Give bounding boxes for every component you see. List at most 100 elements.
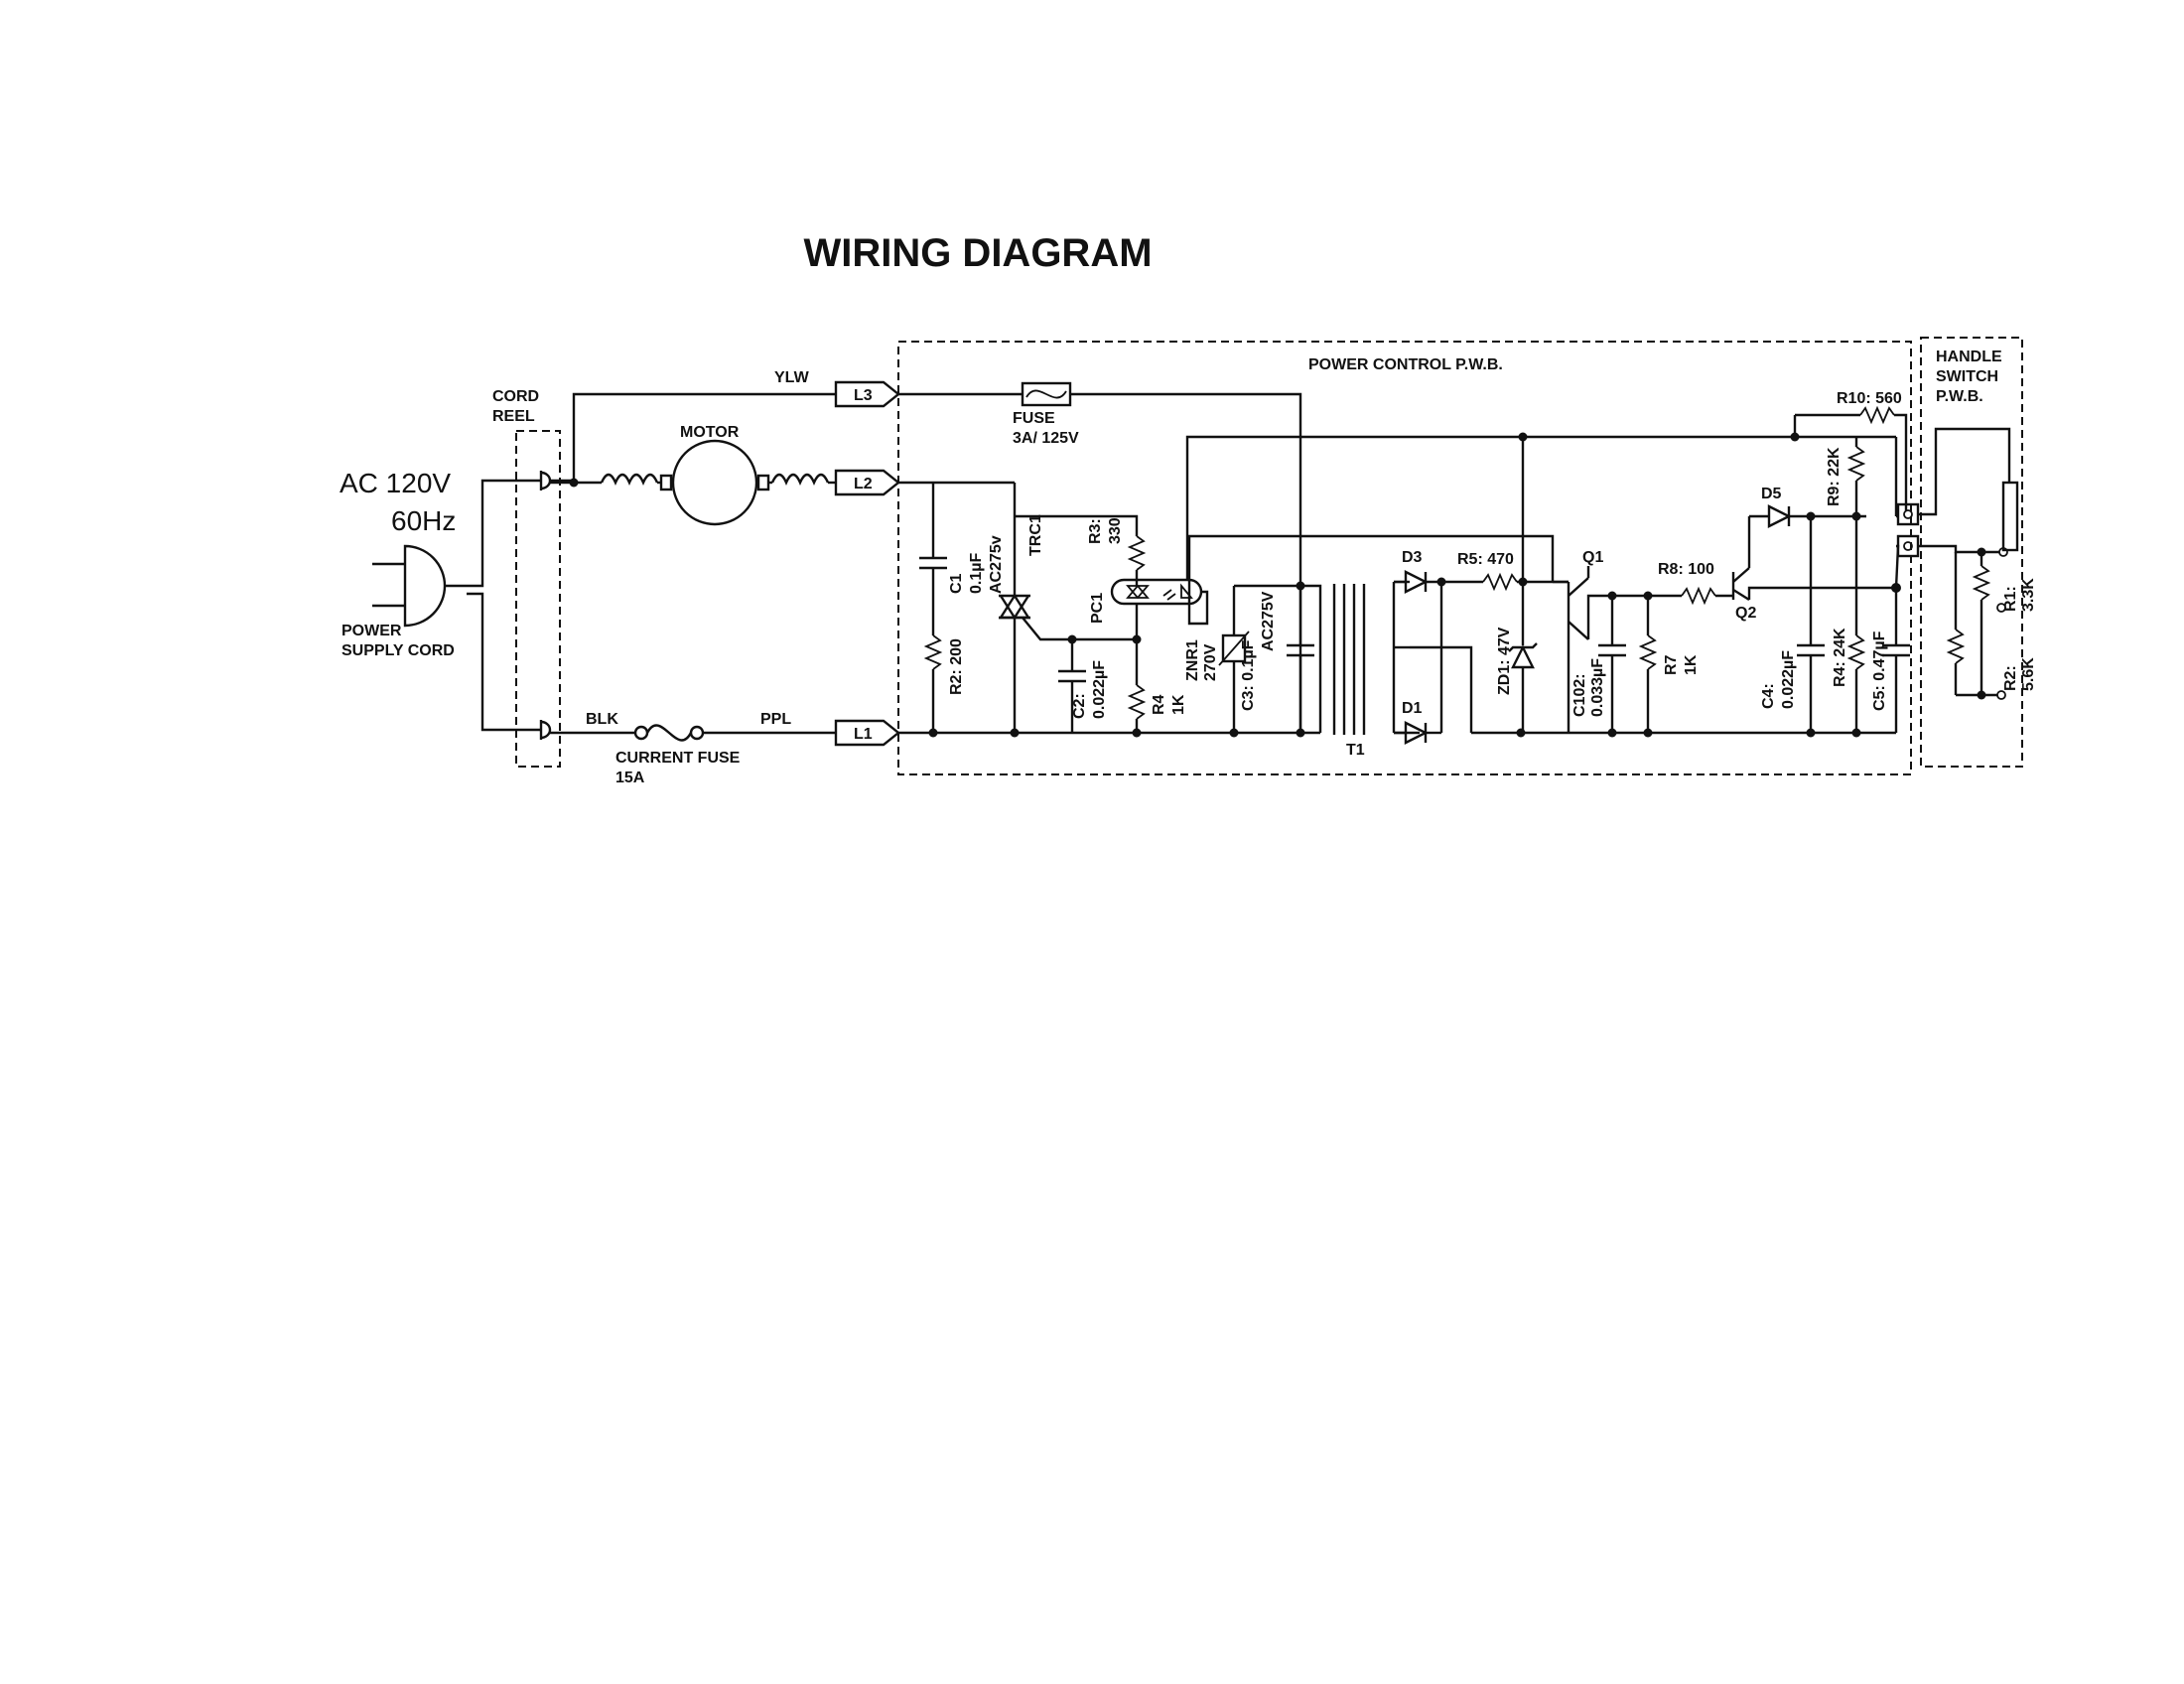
varistor-znr1 bbox=[1218, 584, 1300, 733]
r2-handle-value: 5.6K bbox=[2020, 657, 2037, 691]
board-fuse-rating: 3A/ 125V bbox=[1013, 430, 1079, 447]
transformer-t1 bbox=[1300, 580, 1473, 735]
diode-d1 bbox=[1394, 721, 1441, 745]
r4-24k-label: R4: 24K bbox=[1832, 628, 1848, 687]
handle-switch-board bbox=[1920, 337, 2023, 768]
c4-label: C4: bbox=[1760, 683, 1777, 709]
resistor-r8 bbox=[1648, 586, 1733, 606]
resistor-r3 bbox=[1127, 535, 1147, 586]
optocoupler-pc1 bbox=[1110, 578, 1203, 639]
r1-handle-value: 3.3K bbox=[2020, 578, 2037, 612]
diode-d3 bbox=[1394, 570, 1483, 594]
r2-handle-label: R2: bbox=[2002, 665, 2019, 691]
c1-label: C1 bbox=[948, 573, 965, 594]
resistor-r4 bbox=[1127, 639, 1147, 733]
ac-frequency-label: 60Hz bbox=[391, 505, 456, 536]
capacitor-c4 bbox=[1797, 516, 1825, 733]
r1-handle-label: R1: bbox=[2002, 586, 2019, 612]
resistor-r1-handle bbox=[1972, 565, 1991, 616]
motor-inductor-right bbox=[770, 473, 830, 486]
resistor-r7 bbox=[1638, 596, 1658, 733]
capacitor-c1 bbox=[919, 516, 947, 635]
current-fuse-icon bbox=[645, 724, 693, 742]
svg-text:L2: L2 bbox=[854, 476, 873, 492]
znr1-value: 270V bbox=[1202, 643, 1219, 681]
d1-label: D1 bbox=[1402, 700, 1423, 717]
svg-text:L3: L3 bbox=[854, 387, 873, 404]
r4-label: R4 bbox=[1151, 694, 1167, 715]
c1-rating: AC275v bbox=[988, 535, 1005, 594]
c102-label: C102: bbox=[1571, 673, 1588, 717]
c4-value: 0.022µF bbox=[1780, 650, 1797, 709]
terminal-l2: L2 bbox=[834, 469, 900, 496]
r8-label: R8: 100 bbox=[1658, 561, 1714, 578]
zener-zd1 bbox=[1508, 437, 1538, 733]
c102-value: 0.033µF bbox=[1589, 658, 1606, 717]
power-plug-icon bbox=[372, 479, 541, 732]
resistor-r2 bbox=[923, 634, 943, 733]
handle-board-label-3: P.W.B. bbox=[1936, 388, 1983, 405]
capacitor-c3 bbox=[1287, 586, 1314, 733]
c2-value: 0.022µF bbox=[1091, 660, 1108, 719]
c3-rating: AC275V bbox=[1260, 591, 1277, 651]
diode-d5 bbox=[1749, 504, 1866, 528]
r10-label: R10: 560 bbox=[1837, 390, 1902, 407]
q2-label: Q2 bbox=[1735, 605, 1756, 622]
transistor-q2 bbox=[1731, 516, 1896, 602]
pc1-label: PC1 bbox=[1089, 593, 1106, 624]
t1-label: T1 bbox=[1346, 742, 1365, 759]
handle-switch-icon bbox=[2001, 481, 2019, 552]
r5-label: R5: 470 bbox=[1457, 551, 1514, 568]
r7-value: 1K bbox=[1683, 654, 1700, 675]
capacitor-c5 bbox=[1882, 588, 1910, 733]
c3-label: C3: 0.1µF bbox=[1240, 639, 1257, 711]
trc1-label: TRC1 bbox=[1027, 514, 1044, 556]
resistor-r10 bbox=[1793, 405, 1908, 510]
capacitor-c102 bbox=[1598, 596, 1626, 733]
r9-label: R9: 22K bbox=[1826, 447, 1843, 506]
terminal-l3: L3 bbox=[834, 380, 900, 408]
capacitor-c2 bbox=[1058, 639, 1086, 733]
motor-label: MOTOR bbox=[680, 424, 740, 441]
c1-value: 0.1µF bbox=[968, 553, 985, 594]
d3-label: D3 bbox=[1402, 549, 1423, 566]
r2-label: R2: 200 bbox=[948, 638, 965, 695]
ylw-wire-label: YLW bbox=[774, 369, 810, 386]
r4-value: 1K bbox=[1170, 694, 1187, 715]
r3-value: 330 bbox=[1107, 517, 1124, 544]
c2-label: C2: bbox=[1071, 693, 1088, 719]
power-cord-label: POWER bbox=[341, 623, 402, 639]
terminal-l1: L1 bbox=[834, 719, 900, 747]
cord-reel-label: CORD bbox=[492, 388, 539, 405]
ppl-wire-label: PPL bbox=[760, 711, 791, 728]
q1-label: Q1 bbox=[1582, 549, 1603, 566]
ac-voltage-label: AC 120V bbox=[340, 468, 451, 498]
triac-trc1 bbox=[998, 593, 1137, 733]
resistor-r2-handle bbox=[1946, 629, 1966, 695]
cord-reel-contact-bottom bbox=[539, 720, 552, 740]
power-control-board bbox=[897, 341, 1912, 775]
handle-board-label: HANDLE bbox=[1936, 349, 2002, 365]
power-board-label: POWER CONTROL P.W.B. bbox=[1308, 356, 1503, 373]
motor-icon bbox=[671, 439, 758, 526]
motor-inductor-left bbox=[600, 473, 659, 486]
zd1-label: ZD1: 47V bbox=[1496, 627, 1513, 695]
resistor-r4-24k bbox=[1846, 516, 1866, 733]
cord-reel-label-2: REEL bbox=[492, 408, 535, 425]
r7-label: R7 bbox=[1663, 654, 1680, 675]
r3-label: R3: bbox=[1087, 518, 1104, 544]
c5-label: C5: 0.47µF bbox=[1871, 631, 1888, 711]
power-cord-label-2: SUPPLY CORD bbox=[341, 642, 455, 659]
current-fuse-label: CURRENT FUSE bbox=[615, 750, 741, 767]
resistor-r9 bbox=[1846, 437, 1866, 516]
transistor-q1 bbox=[1551, 566, 1648, 733]
current-fuse-rating: 15A bbox=[615, 770, 645, 786]
cord-reel-contact-top bbox=[539, 471, 552, 491]
d5-label: D5 bbox=[1761, 486, 1782, 502]
diagram-title: WIRING DIAGRAM bbox=[803, 231, 1152, 275]
znr1-label: ZNR1 bbox=[1184, 639, 1201, 681]
cord-reel-box bbox=[515, 430, 561, 768]
blk-wire-label: BLK bbox=[586, 711, 618, 728]
handle-board-label-2: SWITCH bbox=[1936, 368, 1998, 385]
